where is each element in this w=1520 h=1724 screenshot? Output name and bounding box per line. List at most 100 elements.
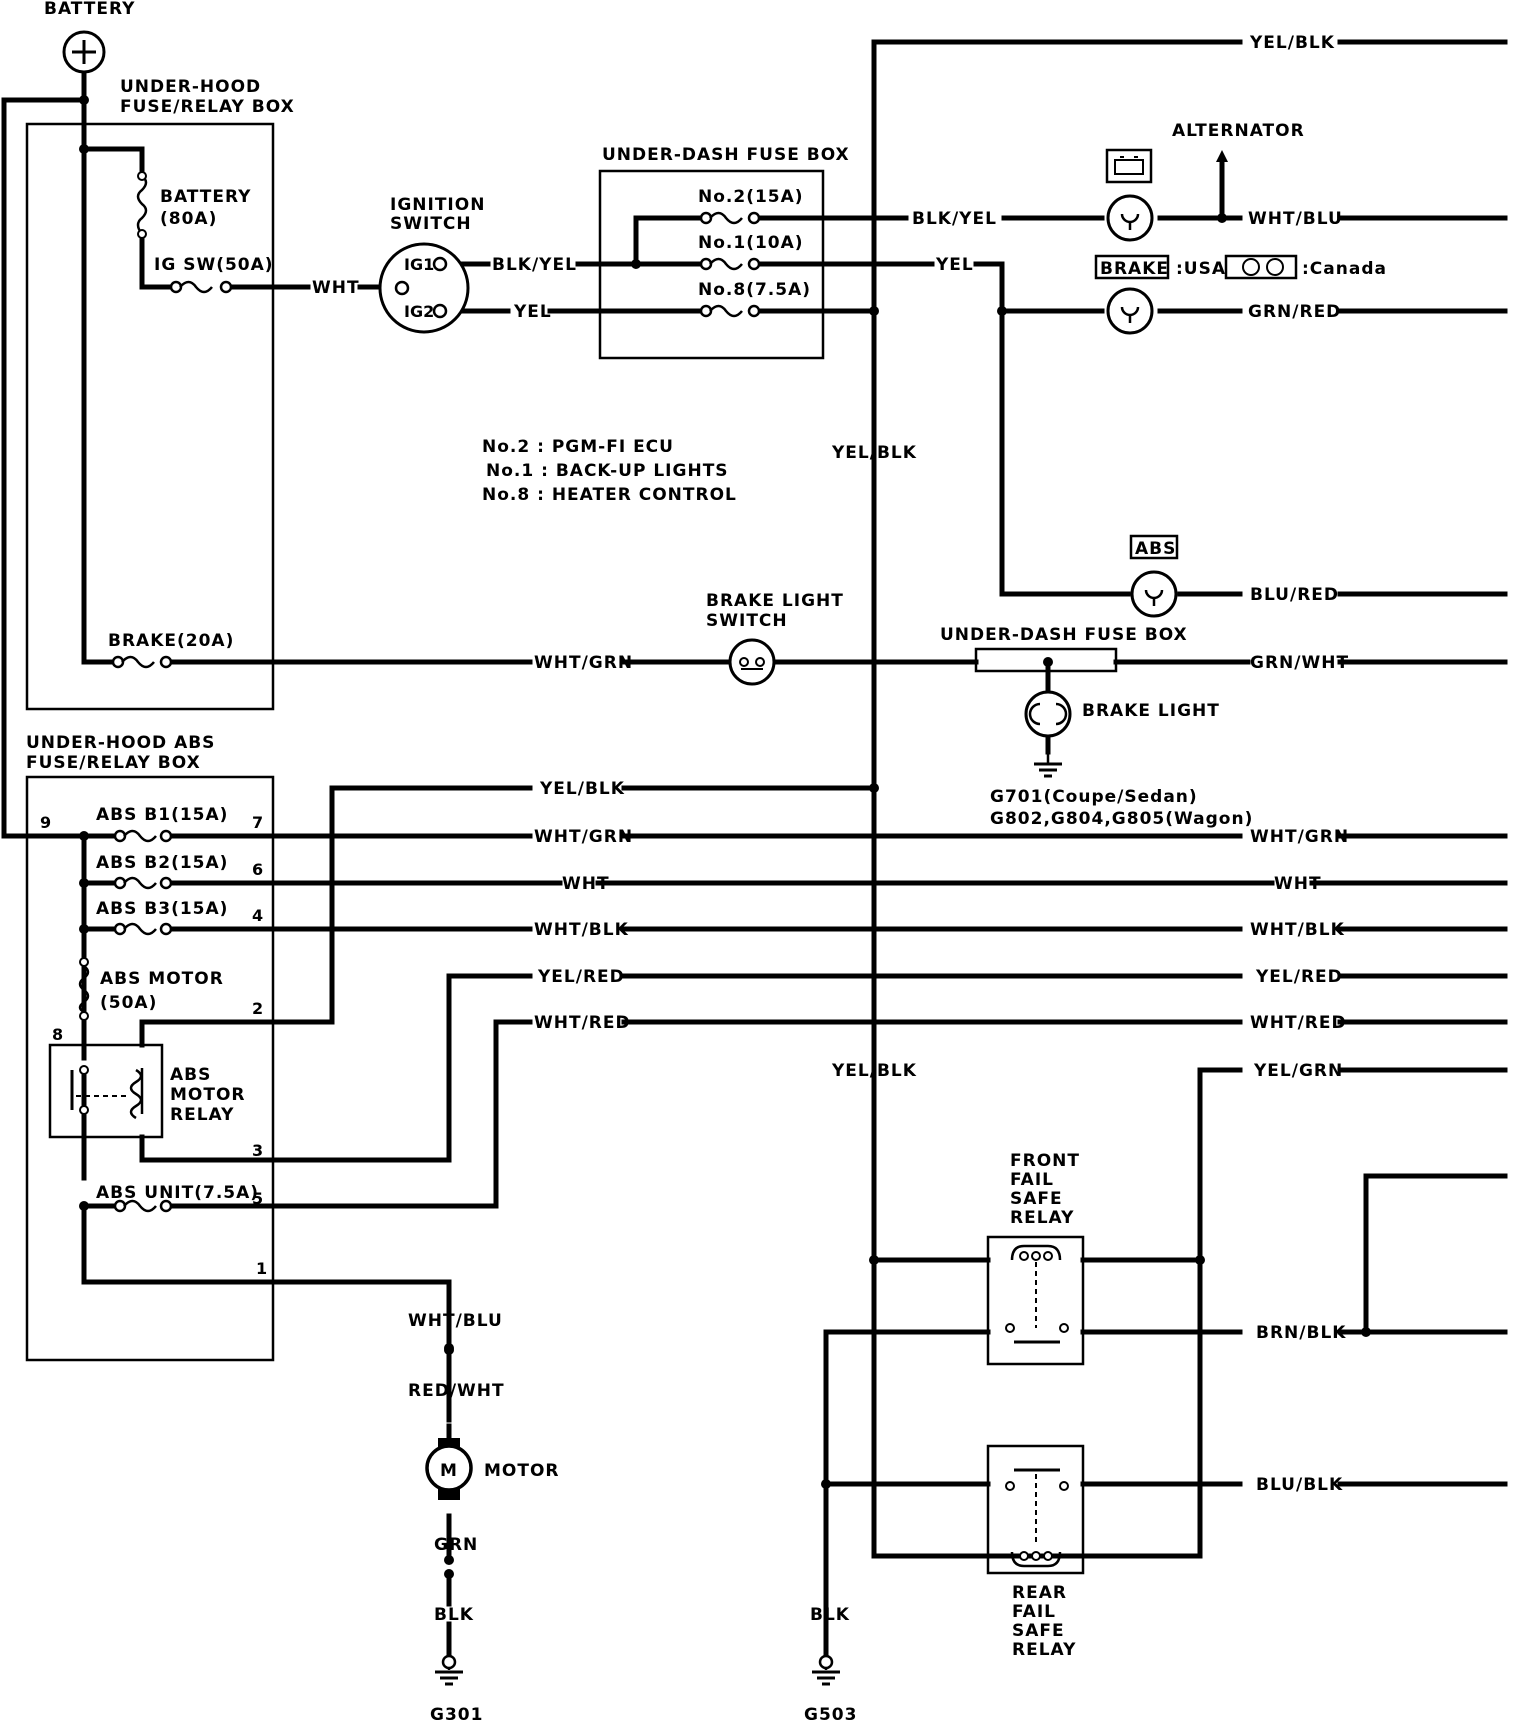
pin-5: 5 bbox=[252, 1189, 263, 1208]
fuse-note-no1: No.1 : BACK-UP LIGHTS bbox=[486, 461, 729, 481]
underhood-fuse-relay-box bbox=[25, 122, 275, 711]
fuse-abs-motor-rating: (50A) bbox=[100, 993, 157, 1013]
abs-lamp-icon bbox=[1130, 570, 1178, 618]
wire-label-wht-grn-brake: WHT/GRN bbox=[534, 653, 633, 673]
front-relay-internals-icon bbox=[1005, 1244, 1069, 1344]
pin-9: 9 bbox=[40, 813, 51, 832]
wire-label-wht-blk-right: WHT/BLK bbox=[1250, 920, 1345, 940]
wire-label-yel-red-right: YEL/RED bbox=[1255, 967, 1343, 987]
battery-indicator-icon bbox=[1105, 148, 1153, 184]
wire-label-yel-red-left: YEL/RED bbox=[537, 967, 625, 987]
wire-label-yel-grn: YEL/GRN bbox=[1253, 1061, 1343, 1081]
battery-icon bbox=[62, 30, 106, 74]
rear-relay-label-3: SAFE bbox=[1012, 1621, 1065, 1641]
underdash-fuse-box-2-label: UNDER-DASH FUSE BOX bbox=[940, 625, 1188, 645]
brake-light-switch-icon bbox=[728, 638, 776, 686]
pin-6: 6 bbox=[252, 860, 263, 879]
alternator-label: ALTERNATOR bbox=[1172, 121, 1305, 141]
fuse-abs-unit-label: ABS UNIT(7.5A) bbox=[96, 1183, 259, 1203]
wire-label-yel-branch: YEL bbox=[935, 255, 974, 275]
motor-symbol: M bbox=[440, 1461, 458, 1481]
underhood-box-title-1: UNDER-HOOD bbox=[120, 77, 261, 97]
wire-label-blk-yel-ig1: BLK/YEL bbox=[492, 255, 577, 275]
wire-label-wht-red-right: WHT/RED bbox=[1250, 1013, 1347, 1033]
rear-relay-label-4: RELAY bbox=[1012, 1640, 1076, 1660]
fuse-abs-b3-label: ABS B3(15A) bbox=[96, 899, 228, 919]
fuse-abs-motor bbox=[78, 957, 90, 1021]
ground-g301-label: G301 bbox=[430, 1705, 483, 1724]
wire-label-grn-wht: GRN/WHT bbox=[1250, 653, 1349, 673]
underhood-abs-box bbox=[25, 775, 275, 1362]
wire-label-brn-blk: BRN/BLK bbox=[1256, 1323, 1346, 1343]
wire-label-yel-ig2: YEL bbox=[513, 302, 552, 322]
front-fail-safe-relay-box bbox=[986, 1235, 1085, 1366]
fuse-abs-b2-label: ABS B2(15A) bbox=[96, 853, 228, 873]
front-relay-label-1: FRONT bbox=[1010, 1151, 1080, 1171]
wire-label-blk-g503: BLK bbox=[810, 1605, 850, 1625]
pin-3: 3 bbox=[252, 1141, 263, 1160]
wire-label-yel-blk-pin2: YEL/BLK bbox=[539, 779, 625, 799]
wire-label-grn: GRN bbox=[434, 1535, 478, 1555]
abs-motor-relay-box bbox=[48, 1043, 164, 1139]
fuse-abs-b3 bbox=[113, 922, 173, 936]
wire-label-wht-blu-motor: WHT/BLU bbox=[408, 1311, 503, 1331]
g701-label: G701(Coupe/Sedan) bbox=[990, 787, 1198, 807]
abs-relay-label-3: RELAY bbox=[170, 1105, 234, 1125]
abs-tag-box bbox=[1129, 534, 1179, 560]
brake-tag-box bbox=[1094, 254, 1170, 280]
wire-label-yel-blk-bus-1: YEL/BLK bbox=[831, 443, 917, 463]
pin-2: 2 bbox=[252, 999, 263, 1018]
motor-icon bbox=[425, 1438, 473, 1500]
fuse-abs-motor-label: ABS MOTOR bbox=[100, 969, 224, 989]
pin-7: 7 bbox=[252, 813, 263, 832]
fuse-battery-rating: (80A) bbox=[160, 209, 217, 229]
front-relay-label-2: FAIL bbox=[1010, 1170, 1054, 1190]
wire-label-wht-grn-left: WHT/GRN bbox=[534, 827, 633, 847]
wire-label-yel-blk-bus-2: YEL/BLK bbox=[831, 1061, 917, 1081]
rear-relay-label-2: FAIL bbox=[1012, 1602, 1056, 1622]
ground-g503-icon bbox=[812, 1654, 840, 1686]
abs-tag-label: ABS bbox=[1135, 539, 1176, 559]
wire-label-wht-ignition: WHT bbox=[312, 278, 360, 298]
ig2-label: IG2 bbox=[404, 302, 434, 321]
abs-relay-contacts-icon bbox=[70, 1065, 144, 1120]
wire-label-red-wht: RED/WHT bbox=[408, 1381, 505, 1401]
fuse-abs-b1-label: ABS B1(15A) bbox=[96, 805, 228, 825]
fuse-no2-label: No.2(15A) bbox=[698, 187, 804, 207]
fuse-abs-b2 bbox=[113, 876, 173, 890]
underdash-fuse-box-title: UNDER-DASH FUSE BOX bbox=[602, 145, 850, 165]
ground-g503-label: G503 bbox=[804, 1705, 857, 1724]
g802-label: G802,G804,G805(Wagon) bbox=[990, 809, 1253, 829]
ignition-switch-label-2: SWITCH bbox=[390, 214, 472, 234]
brake-light-switch-label-2: SWITCH bbox=[706, 611, 788, 631]
abs-relay-label-1: ABS bbox=[170, 1065, 211, 1085]
ig1-label: IG1 bbox=[404, 255, 434, 274]
wire-label-wht-left: WHT bbox=[562, 874, 610, 894]
abs-box-title-1: UNDER-HOOD ABS bbox=[26, 733, 215, 753]
brake-lamp-icon bbox=[1106, 287, 1154, 335]
fuse-note-no8: No.8 : HEATER CONTROL bbox=[482, 485, 737, 505]
underhood-box-title-2: FUSE/RELAY BOX bbox=[120, 97, 295, 117]
wire-label-wht-grn-right: WHT/GRN bbox=[1250, 827, 1349, 847]
ignition-switch-icon bbox=[378, 242, 470, 334]
abs-box-title-2: FUSE/RELAY BOX bbox=[26, 753, 201, 773]
brake-light-icon bbox=[1024, 690, 1072, 738]
fuse-no8 bbox=[699, 304, 761, 318]
fuse-no1-label: No.1(10A) bbox=[698, 233, 804, 253]
wire-label-blk-yel-gauge: BLK/YEL bbox=[912, 209, 997, 229]
wire-label-wht-right: WHT bbox=[1274, 874, 1322, 894]
front-relay-label-4: RELAY bbox=[1010, 1208, 1074, 1228]
fuse-no8-label: No.8(7.5A) bbox=[698, 280, 811, 300]
fuse-abs-unit bbox=[113, 1199, 173, 1213]
pin-8: 8 bbox=[52, 1025, 63, 1044]
pin-1: 1 bbox=[256, 1259, 267, 1278]
fuse-no1 bbox=[699, 257, 761, 271]
ignition-switch-label-1: IGNITION bbox=[390, 195, 485, 215]
fuse-ig-sw bbox=[169, 280, 233, 294]
brake-tag-label: BRAKE bbox=[1100, 259, 1169, 279]
wire-label-yel-blk-top: YEL/BLK bbox=[1249, 33, 1335, 53]
rear-relay-internals-icon bbox=[1005, 1468, 1069, 1568]
ground-g301-icon bbox=[435, 1654, 463, 1686]
motor-label: MOTOR bbox=[484, 1461, 560, 1481]
